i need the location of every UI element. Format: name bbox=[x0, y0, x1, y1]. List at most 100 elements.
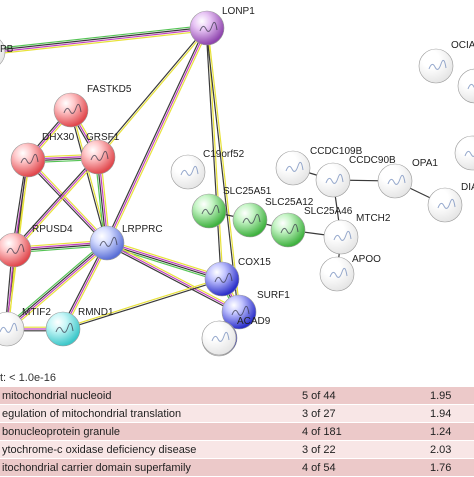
node-grsf1[interactable] bbox=[80, 139, 116, 175]
edge-LRPPRC-SURF1 bbox=[105, 240, 241, 315]
node-mtch2[interactable] bbox=[323, 219, 359, 255]
edge-channel bbox=[63, 279, 223, 331]
node-bubble[interactable] bbox=[191, 193, 227, 229]
edge-channel bbox=[12, 155, 98, 250]
cell-fdr: 1.94 bbox=[430, 404, 474, 423]
node-lrpprc[interactable] bbox=[89, 225, 125, 261]
node-label: ACAD9 bbox=[237, 316, 271, 327]
node-mtif2[interactable] bbox=[0, 311, 25, 347]
edge-channel bbox=[28, 158, 109, 243]
node-bubble[interactable] bbox=[221, 294, 257, 330]
node-bubble[interactable] bbox=[0, 232, 32, 268]
node-bubble[interactable] bbox=[53, 92, 89, 128]
edge-LONP1-PB bbox=[0, 24, 208, 55]
node-bubble[interactable] bbox=[418, 48, 454, 84]
node-ccdc109b[interactable] bbox=[275, 150, 311, 186]
protein-structure-icon bbox=[329, 267, 348, 278]
node-acad9b[interactable] bbox=[201, 320, 237, 356]
node-bubble[interactable] bbox=[204, 261, 240, 297]
edge-channel bbox=[13, 156, 99, 251]
edge-channel bbox=[0, 30, 208, 55]
edge-channel bbox=[27, 159, 108, 244]
edge-channel bbox=[26, 160, 107, 245]
node-surf1[interactable] bbox=[221, 294, 257, 330]
cell-count: 4 of 181 bbox=[302, 422, 430, 441]
node-bubble[interactable] bbox=[319, 256, 355, 292]
node-rpusd4[interactable] bbox=[0, 232, 32, 268]
node-ocia[interactable] bbox=[418, 48, 454, 84]
edge-RMND1-COX15 bbox=[62, 277, 223, 331]
node-bubble[interactable] bbox=[232, 202, 268, 238]
edge-channel bbox=[0, 28, 208, 53]
cell-count: 3 of 27 bbox=[302, 404, 430, 423]
node-opa1-right[interactable] bbox=[454, 135, 474, 171]
node-slc25a12[interactable] bbox=[232, 202, 268, 238]
edge-channel bbox=[106, 242, 240, 313]
edge-GRSF1-RPUSD4 bbox=[12, 155, 100, 252]
edge-channel bbox=[107, 239, 223, 277]
edge-channel bbox=[0, 24, 207, 49]
edge-LONP1-GRSF1 bbox=[96, 27, 209, 158]
node-label: DHX30 bbox=[42, 132, 75, 143]
edge-LRPPRC-MTIF2 bbox=[4, 240, 110, 332]
node-fastkd5[interactable] bbox=[53, 92, 89, 128]
node-bubble[interactable] bbox=[0, 311, 25, 347]
protein-structure-icon bbox=[90, 150, 109, 161]
node-bubble[interactable] bbox=[89, 225, 125, 261]
node-label: OPA1 bbox=[412, 158, 438, 169]
cell-count: 3 of 22 bbox=[302, 440, 430, 459]
node-label: OCIA bbox=[451, 40, 474, 51]
edge-LRPPRC-COX15 bbox=[106, 239, 223, 283]
node-bubble[interactable] bbox=[201, 320, 237, 356]
node-opa1[interactable] bbox=[377, 163, 413, 199]
node-bubble[interactable] bbox=[457, 68, 474, 104]
node-slc25a51[interactable] bbox=[191, 193, 227, 229]
protein-structure-icon bbox=[285, 161, 304, 172]
node-bubble[interactable] bbox=[275, 150, 311, 186]
node-pb[interactable] bbox=[0, 35, 6, 69]
node-label: RMND1 bbox=[78, 307, 114, 318]
node-label: PB bbox=[0, 44, 14, 55]
edge-channel bbox=[205, 28, 222, 280]
node-bubble[interactable] bbox=[323, 219, 359, 255]
edge-channel bbox=[106, 243, 222, 281]
edge-channel bbox=[96, 27, 207, 157]
protein-structure-icon bbox=[437, 198, 456, 209]
node-label: COX15 bbox=[238, 257, 271, 268]
node-bubble[interactable] bbox=[427, 187, 463, 223]
node-apoo[interactable] bbox=[319, 256, 355, 292]
node-label: APOO bbox=[352, 254, 381, 265]
node-bubble[interactable] bbox=[45, 311, 81, 347]
node-bubble[interactable] bbox=[189, 10, 225, 46]
node-bubble[interactable] bbox=[80, 139, 116, 175]
node-lonp1[interactable] bbox=[189, 10, 225, 46]
edge-channel bbox=[14, 157, 100, 252]
protein-structure-icon bbox=[387, 174, 406, 185]
node-dhx30[interactable] bbox=[10, 142, 46, 178]
node-bubble[interactable] bbox=[454, 135, 474, 171]
cell-term: bonucleoprotein granule bbox=[0, 422, 302, 441]
edge-LONP1-SURF1 bbox=[205, 27, 241, 313]
node-label: SLC25A12 bbox=[265, 197, 314, 208]
node-dia[interactable] bbox=[427, 187, 463, 223]
node-bubble[interactable] bbox=[0, 35, 6, 69]
node-slc25a46[interactable] bbox=[270, 212, 306, 248]
node-bubble[interactable] bbox=[270, 212, 306, 248]
node-label: FASTKD5 bbox=[87, 84, 132, 95]
node-bubble[interactable] bbox=[377, 163, 413, 199]
edge-channel bbox=[107, 241, 223, 279]
node-cox15[interactable] bbox=[204, 261, 240, 297]
node-ccdc90b[interactable] bbox=[315, 162, 351, 198]
cell-term: ytochrome-c oxidase deficiency disease bbox=[0, 440, 302, 459]
node-bubble[interactable] bbox=[315, 162, 351, 198]
node-c19orf52[interactable] bbox=[170, 154, 206, 190]
protein-structure-icon bbox=[467, 83, 474, 90]
node-bubble[interactable] bbox=[10, 142, 46, 178]
node-rmnd1[interactable] bbox=[45, 311, 81, 347]
node-bubble[interactable] bbox=[170, 154, 206, 190]
cell-fdr: 1.95 bbox=[430, 387, 474, 405]
node-ocia-right[interactable] bbox=[457, 68, 474, 104]
protein-structure-icon bbox=[333, 230, 352, 241]
